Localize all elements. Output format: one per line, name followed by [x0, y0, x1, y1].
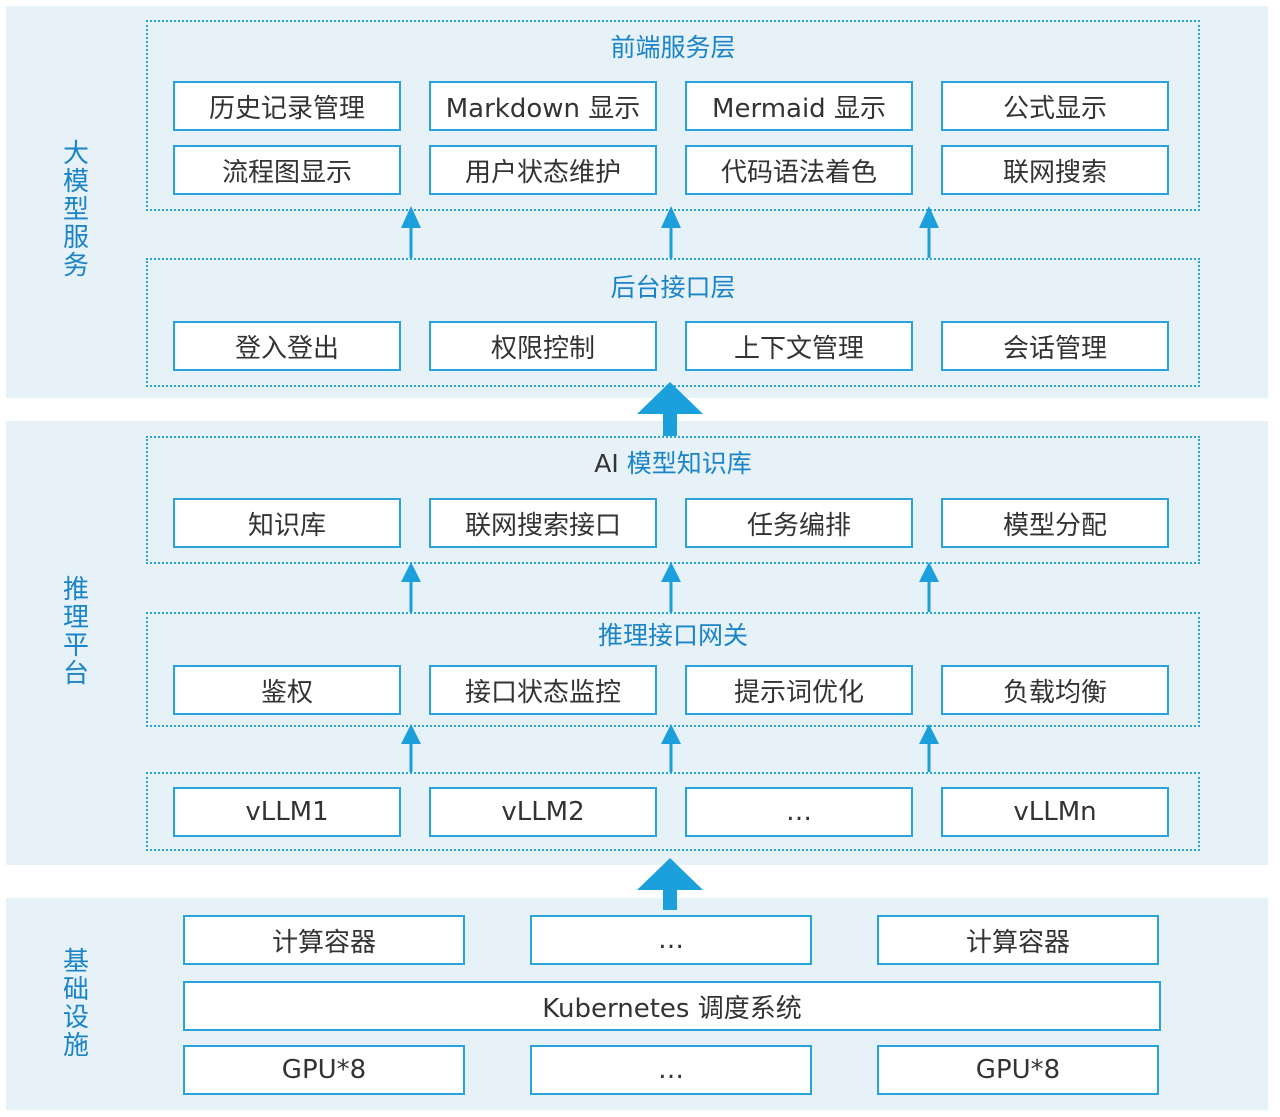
backend-item-permission: 权限控制	[429, 321, 657, 371]
gateway-layer-title: 推理接口网关	[597, 621, 748, 650]
frontend-item-user-state: 用户状态维护	[429, 145, 657, 195]
infra-scheduler: Kubernetes 调度系统	[183, 981, 1161, 1031]
knowledge-layer-title: AI 模型知识库	[146, 449, 1200, 479]
backend-item-context: 上下文管理	[685, 321, 913, 371]
frontend-item-flowchart: 流程图显示	[173, 145, 401, 195]
engine-item-vllm1: vLLM1	[173, 787, 401, 837]
backend-layer-title: 后台接口层	[610, 273, 736, 302]
backend-item-login: 登入登出	[173, 321, 401, 371]
engine-item-vllmn: vLLMn	[941, 787, 1169, 837]
infra-gpu-n: GPU*8	[877, 1045, 1159, 1095]
section-label-service: 大模型服务	[62, 139, 89, 281]
frontend-item-markdown: Markdown 显示	[429, 81, 657, 131]
knowledge-item-orchestration: 任务编排	[685, 498, 913, 548]
engines-layer-frame	[146, 772, 1200, 851]
section-label-inference: 推理平台	[62, 575, 89, 689]
infra-container-ellipsis: …	[530, 915, 812, 965]
frontend-item-history: 历史记录管理	[173, 81, 401, 131]
knowledge-item-kb: 知识库	[173, 498, 401, 548]
gateway-item-load-balance: 负载均衡	[941, 665, 1169, 715]
frontend-item-mermaid: Mermaid 显示	[685, 81, 913, 131]
knowledge-title-prefix: AI	[594, 449, 619, 478]
knowledge-title-suffix: 模型知识库	[626, 449, 752, 478]
section-label-infrastructure: 基础设施	[62, 947, 89, 1061]
knowledge-item-search-api: 联网搜索接口	[429, 498, 657, 548]
engine-item-ellipsis: …	[685, 787, 913, 837]
frontend-item-formula: 公式显示	[941, 81, 1169, 131]
infra-container-1: 计算容器	[183, 915, 465, 965]
backend-item-session: 会话管理	[941, 321, 1169, 371]
engine-item-vllm2: vLLM2	[429, 787, 657, 837]
frontend-item-web-search: 联网搜索	[941, 145, 1169, 195]
frontend-layer-title: 前端服务层	[610, 33, 736, 62]
gateway-item-prompt-opt: 提示词优化	[685, 665, 913, 715]
infra-gpu-1: GPU*8	[183, 1045, 465, 1095]
frontend-item-syntax-highlight: 代码语法着色	[685, 145, 913, 195]
infra-gpu-ellipsis: …	[530, 1045, 812, 1095]
knowledge-item-model-allocation: 模型分配	[941, 498, 1169, 548]
infra-container-n: 计算容器	[877, 915, 1159, 965]
gateway-item-auth: 鉴权	[173, 665, 401, 715]
gateway-item-monitor: 接口状态监控	[429, 665, 657, 715]
